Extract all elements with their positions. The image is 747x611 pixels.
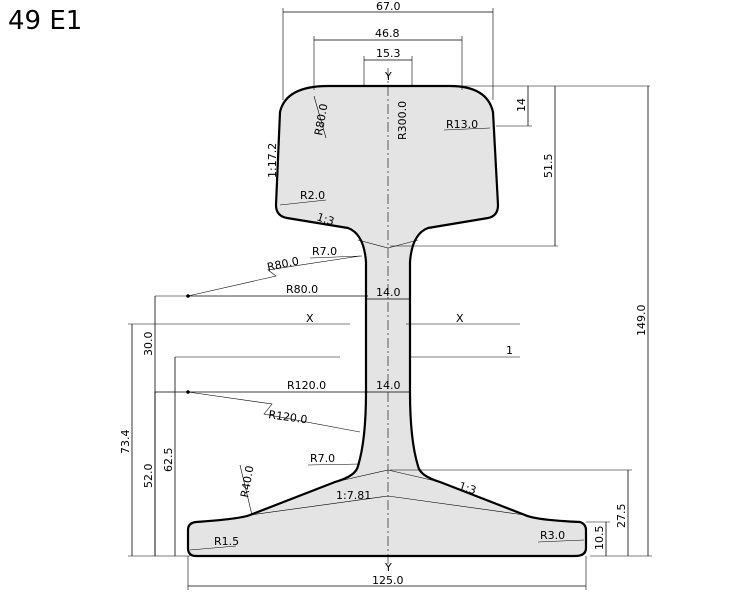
radius-label-r2: R2.0: [300, 189, 325, 202]
dim-label-web-14-top: 14.0: [376, 286, 401, 299]
slope-label-head: 1:3: [315, 210, 336, 228]
radius-leader-r7-top: [309, 255, 363, 259]
dim-label-14: 14: [515, 98, 528, 112]
radius-leader-r2: [279, 199, 327, 206]
dim-label-10-5: 10.5: [593, 526, 606, 551]
foot-taper-line-right: [387, 495, 526, 516]
taper-label-head: 1:17.2: [266, 143, 279, 178]
rail-profile-outline: [186, 84, 588, 558]
dim-label-web-14-low: 14.0: [376, 379, 401, 392]
dim-label-67: 67.0: [376, 0, 401, 13]
neutral-mark-label: 1: [506, 344, 513, 357]
radius-label-r120-b: R120.0: [268, 408, 309, 426]
page-title: 49 E1: [8, 6, 83, 36]
taper-label-foot: 1:7.81: [336, 489, 371, 502]
radius-label-r40: R40.0: [238, 465, 256, 499]
dim-label-149: 149.0: [635, 305, 648, 337]
dim-label-46-8: 46.8: [375, 27, 400, 40]
x-axis-label-left: X: [306, 312, 314, 325]
foot-taper-line-left: [249, 495, 389, 516]
dim-label-52: 52.0: [142, 464, 155, 489]
dim-label-62-5: 62.5: [162, 448, 175, 473]
radius-label-r7-top: R7.0: [312, 245, 337, 258]
radius-label-r13: R13.0: [446, 118, 478, 131]
dim-label-73-4: 73.4: [119, 430, 132, 455]
head-slope-line-right: [387, 239, 419, 249]
slope-label-foot: 1:3: [457, 479, 478, 497]
radius-leader-r3: [537, 539, 585, 543]
dim-label-125: 125.0: [372, 574, 404, 587]
radius-label-r7-bottom: R7.0: [310, 452, 335, 465]
radius-label-r80-web-a: R80.0: [266, 255, 300, 274]
radius-label-r120-a: R120.0: [287, 379, 326, 392]
radius-leader-r80-web: [187, 255, 361, 297]
radius-leader-r80-head: [313, 95, 327, 139]
radius-label-r300: R300.0: [396, 101, 409, 140]
radius-leader-r40: [239, 464, 253, 516]
x-axis-label-right: X: [456, 312, 464, 325]
foot-slope-line-left: [334, 469, 389, 483]
y-axis-label-top: Y: [384, 70, 392, 83]
radius-leader-r120: [187, 391, 361, 433]
radius-leader-r7-bottom: [307, 463, 361, 466]
dim-label-51-5: 51.5: [542, 154, 555, 179]
y-axis-label-bottom: Y: [384, 561, 392, 574]
radius-label-r80-web-b: R80.0: [286, 283, 318, 296]
radius-leader-r13: [443, 127, 491, 131]
head-slope-line-left: [357, 239, 389, 249]
dim-label-15-3: 15.3: [376, 47, 401, 60]
radius-leader-r1-5: [189, 545, 237, 551]
foot-slope-line-right: [387, 469, 441, 483]
radius-label-r1-5: R1.5: [214, 535, 239, 548]
dim-label-27-5: 27.5: [615, 504, 628, 529]
dim-label-30: 30.0: [142, 332, 155, 357]
radius-label-r80-head: R80.0: [312, 103, 330, 137]
radius-label-r3: R3.0: [540, 529, 565, 542]
